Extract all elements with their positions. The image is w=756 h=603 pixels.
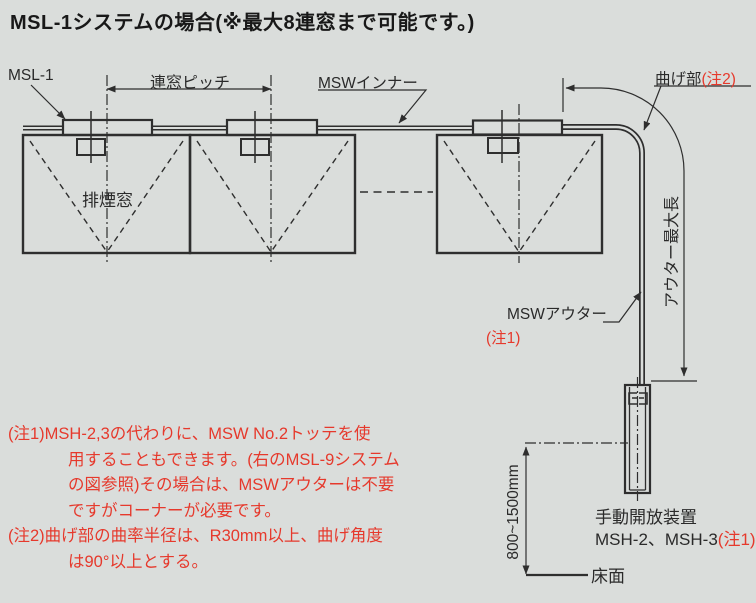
note1-line3: の図参照)その場合は、MSWアウターは不要 — [68, 476, 395, 494]
msw-inner-leader — [318, 89, 428, 124]
msl1-latch-units — [61, 118, 564, 137]
note2-line1: (注2)曲げ部の曲率半径は、R30mm以上、曲げ角度 — [8, 527, 383, 545]
device-hook-right — [639, 392, 648, 405]
window-brackets — [76, 110, 519, 163]
notes-block: (注1)MSH-2,3の代わりに、MSW No.2トッテを使 用することもできま… — [8, 422, 508, 575]
label-msw-outer-note-ref: (注1) — [486, 330, 521, 347]
msl1-leader — [30, 84, 66, 120]
note2-line2: は90°以上とする。 — [68, 552, 208, 571]
label-bend: 曲げ部(注2) — [655, 67, 736, 89]
msw-outer-leader — [603, 291, 642, 323]
device-hook-left — [628, 392, 637, 405]
bend-leader — [643, 85, 662, 131]
bend-text: 曲げ部 — [655, 71, 702, 88]
label-window-pitch: 連窓ピッチ — [150, 75, 231, 92]
label-smoke-window: 排煙窓 — [82, 191, 133, 210]
bend-note-ref: (注2) — [701, 71, 736, 88]
label-msl1: MSL-1 — [8, 67, 54, 84]
page-title: MSL-1システムの場合(※最大8連窓まで可能です。) — [10, 12, 475, 34]
device-models-text: MSH-2、MSH-3 — [595, 530, 718, 549]
manual-opening-device — [623, 383, 652, 495]
label-msw-inner: MSWインナー — [318, 75, 418, 92]
note1-line4: ですがコーナーが必要です。 — [68, 501, 281, 520]
label-outer-max-length: アウター最大長 — [664, 196, 681, 309]
window-center-lines — [106, 75, 639, 501]
label-msw-outer: MSWアウター — [507, 306, 607, 323]
label-manual-device-name: 手動開放装置 — [595, 508, 697, 527]
outer-dimension-ext-lines — [562, 78, 697, 382]
label-manual-device-models: MSH-2、MSH-3(注1) — [595, 525, 756, 550]
label-floor: 床面 — [591, 567, 625, 586]
note1-line2: 用することもできます。(右のMSL-9システム — [68, 450, 400, 469]
outer-max-length-dimension — [565, 84, 688, 377]
window-2 — [188, 133, 357, 255]
note1-line1: (注1)MSH-2,3の代わりに、MSW No.2トッテを使 — [8, 425, 371, 443]
device-note-ref: (注1) — [717, 530, 756, 549]
